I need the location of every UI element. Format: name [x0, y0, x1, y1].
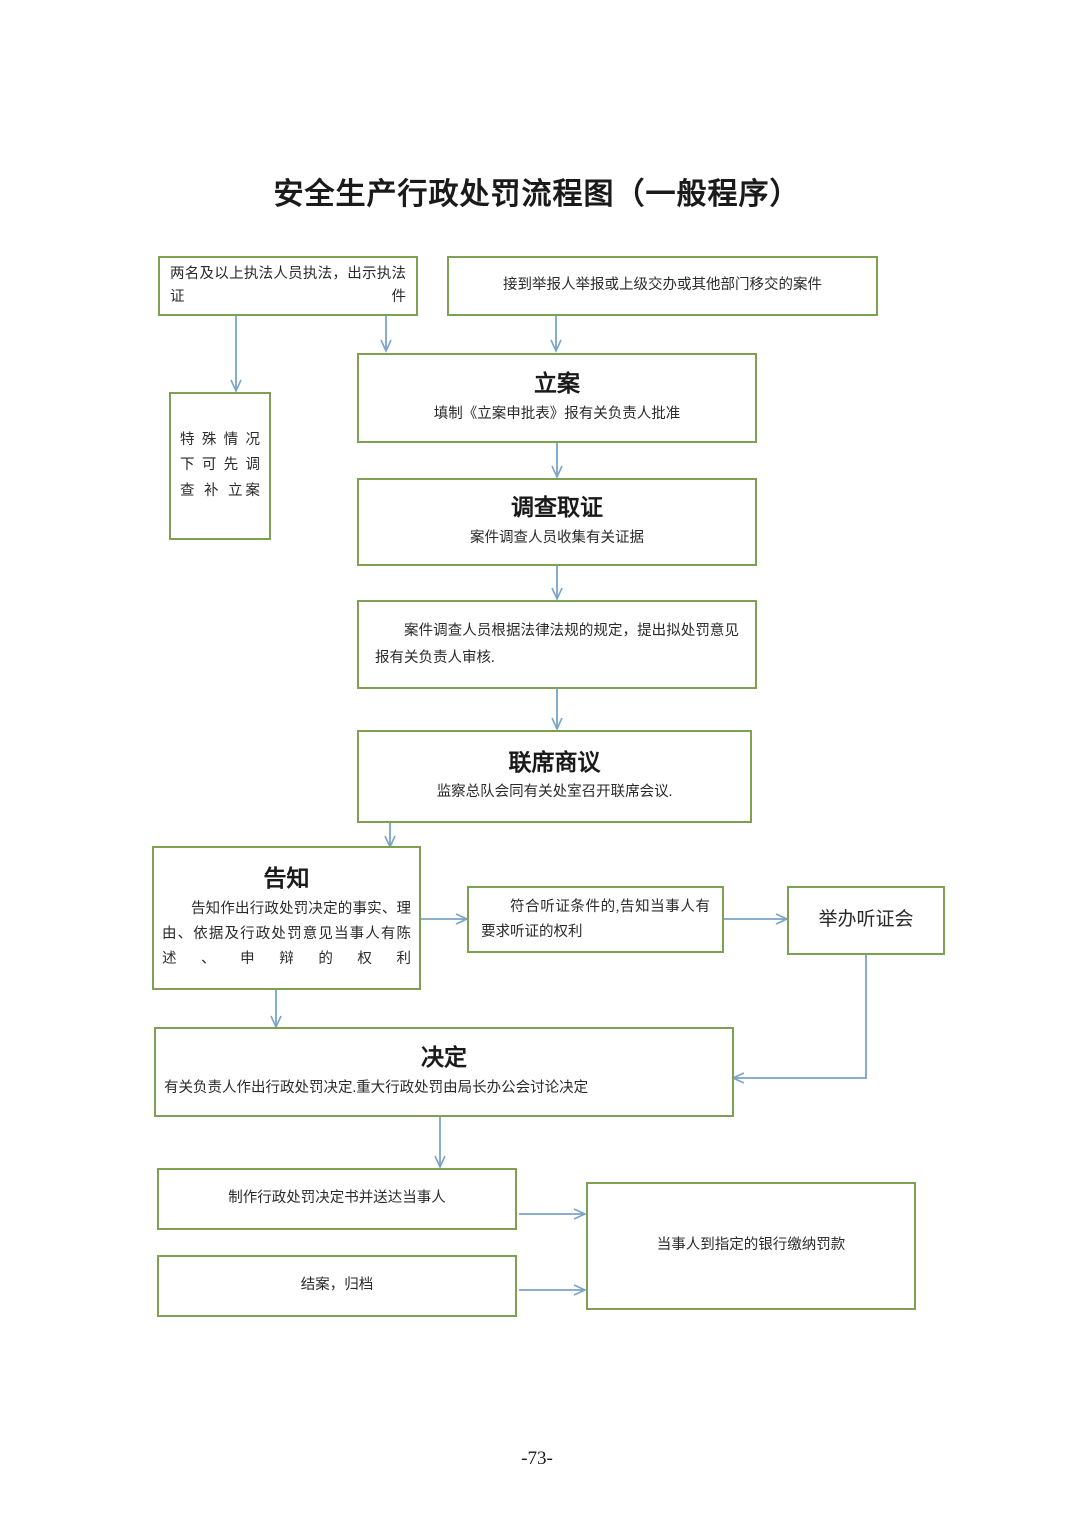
- filing-text: 填制《立案申批表》报有关负责人批准: [433, 405, 681, 422]
- node-hold-hearing[interactable]: 举办听证会: [787, 886, 945, 955]
- special-case-text: 特 殊 情 况 下 可 先 调 查 补 立案: [180, 431, 260, 499]
- hearing-rights-text: 符合听证条件的,告知当事人有要求听证的权利: [481, 898, 710, 940]
- node-proposal-review[interactable]: 案件调查人员根据法律法规的规定，提出拟处罚意见报有关负责人审核.: [357, 600, 757, 689]
- node-decision[interactable]: 决定 有关负责人作出行政处罚决定.重大行政处罚由局长办公会讨论决定: [154, 1027, 734, 1117]
- node-close-and-archive[interactable]: 结案，归档: [157, 1255, 517, 1317]
- node-notification[interactable]: 告知 告知作出行政处罚决定的事实、理由、依据及行政处罚意见当事人有陈述、申辩的权…: [152, 846, 421, 990]
- node-case-intake[interactable]: 接到举报人举报或上级交办或其他部门移交的案件: [447, 256, 878, 316]
- node-issue-decision-doc[interactable]: 制作行政处罚决定书并送达当事人: [157, 1168, 517, 1230]
- arrow-hold-hearing-to-decision: [731, 955, 867, 1084]
- proposal-review-text: 案件调查人员根据法律法规的规定，提出拟处罚意见报有关负责人审核.: [375, 623, 739, 666]
- decision-text: 有关负责人作出行政处罚决定.重大行政处罚由局长办公会讨论决定: [164, 1079, 589, 1096]
- node-special-case[interactable]: 特 殊 情 况 下 可 先 调 查 补 立案: [169, 392, 271, 540]
- node-joint-meeting[interactable]: 联席商议 监察总队会同有关处室召开联席会议.: [357, 730, 752, 823]
- page-number: -73-: [521, 1448, 553, 1469]
- node-investigation[interactable]: 调查取证 案件调查人员收集有关证据: [357, 478, 757, 566]
- investigation-heading: 调查取证: [511, 495, 603, 521]
- hold-hearing-text: 举办听证会: [818, 909, 914, 931]
- notification-text: 告知作出行政处罚决定的事实、理由、依据及行政处罚意见当事人有陈述、申辩的权利: [162, 901, 411, 967]
- notification-heading: 告知: [263, 865, 310, 891]
- joint-meeting-heading: 联席商议: [508, 749, 601, 775]
- node-enforcement-officers[interactable]: 两名及以上执法人员执法，出示执法证件: [158, 256, 418, 316]
- close-and-archive-text: 结案，归档: [300, 1277, 374, 1294]
- issue-decision-doc-text: 制作行政处罚决定书并送达当事人: [228, 1190, 446, 1207]
- filing-heading: 立案: [534, 371, 580, 397]
- node-pay-fine-at-bank[interactable]: 当事人到指定的银行缴纳罚款: [586, 1182, 916, 1310]
- page-title: 安全生产行政处罚流程图（一般程序）: [273, 178, 801, 211]
- enforcement-officers-text: 两名及以上执法人员执法，出示执法证件: [170, 265, 406, 305]
- investigation-text: 案件调查人员收集有关证据: [470, 529, 644, 546]
- node-filing[interactable]: 立案 填制《立案申批表》报有关负责人批准: [357, 353, 757, 443]
- node-hearing-rights[interactable]: 符合听证条件的,告知当事人有要求听证的权利: [467, 886, 724, 953]
- case-intake-text: 接到举报人举报或上级交办或其他部门移交的案件: [503, 277, 822, 294]
- pay-fine-at-bank-text: 当事人到指定的银行缴纳罚款: [656, 1237, 846, 1254]
- decision-heading: 决定: [421, 1045, 467, 1071]
- joint-meeting-text: 监察总队会同有关处室召开联席会议.: [436, 784, 673, 801]
